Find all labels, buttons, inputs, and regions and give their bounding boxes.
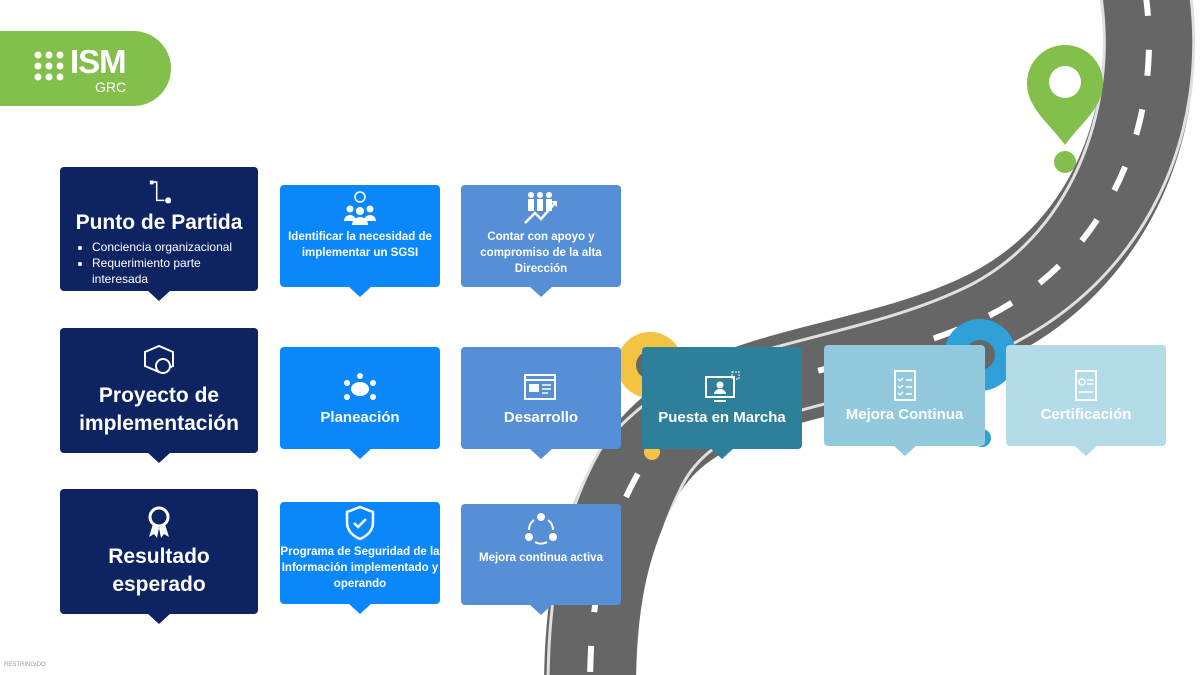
- logo-sub: GRC: [95, 79, 127, 95]
- award-ribbon-icon: [148, 506, 170, 538]
- management-support-card: Contar con apoyo y compromiso de la alta…: [461, 185, 621, 297]
- path-start-icon: [149, 180, 172, 204]
- checklist-icon: [893, 370, 916, 401]
- web-design-icon: [524, 373, 556, 400]
- logo-brand: ISM: [70, 43, 127, 80]
- growth-team-icon: [524, 192, 557, 224]
- management-support-text: Contar con apoyo y compromiso de la alta…: [480, 231, 602, 275]
- starting-point-card: Punto de Partida Conciencia organizacion…: [60, 167, 258, 301]
- phase-planning: Planeación: [280, 347, 440, 459]
- expected-result-title: Resultado esperado: [108, 544, 210, 596]
- phase-development: Desarrollo: [461, 347, 621, 459]
- implementation-project-title: Proyecto de implementación: [79, 383, 239, 435]
- classification-label: RESTRINGIDO: [4, 662, 46, 668]
- identify-need-text: Identificar la necesidad de implementar …: [288, 231, 432, 259]
- phase-launch-label: Puesta en Marcha: [658, 408, 786, 426]
- identify-need-card: Identificar la necesidad de implementar …: [280, 185, 440, 297]
- logo-dots-icon: [34, 51, 64, 81]
- shield-check-icon: [345, 506, 375, 540]
- starting-point-bullets: Conciencia organizacional Requerimiento …: [64, 239, 254, 287]
- bullet-item: Requerimiento parte interesada: [92, 255, 254, 287]
- security-program-text: Programa de Seguridad de la Información …: [280, 546, 440, 590]
- starting-point-title: Punto de Partida: [75, 211, 243, 234]
- phase-certification: Certificación: [1006, 345, 1166, 456]
- team-idea-icon: [344, 191, 376, 225]
- phase-continuous-improvement-label: Mejora Continua: [845, 406, 964, 423]
- meeting-table-icon: [344, 372, 376, 400]
- active-improvement-card: Mejora continua activa: [461, 504, 621, 615]
- location-pin-icon: [1027, 45, 1103, 173]
- project-box-icon: [144, 344, 174, 374]
- certificate-icon: [1075, 370, 1097, 401]
- phase-launch: Puesta en Marcha: [642, 347, 802, 459]
- phase-planning-label: Planeación: [320, 408, 400, 426]
- implementation-project-card: Proyecto de implementación: [60, 328, 258, 463]
- monitor-user-icon: [705, 371, 740, 402]
- phase-continuous-improvement: Mejora Continua: [824, 345, 985, 456]
- active-improvement-text: Mejora continua activa: [479, 552, 603, 564]
- phase-certification-label: Certificación: [1040, 406, 1132, 423]
- expected-result-card: Resultado esperado: [60, 489, 258, 624]
- bullet-item: Conciencia organizacional: [92, 239, 254, 255]
- ism-grc-logo: ISM GRC: [0, 31, 171, 106]
- cycle-arrows-icon: [525, 513, 557, 545]
- phase-development-label: Desarrollo: [503, 408, 579, 426]
- security-program-card: Programa de Seguridad de la Información …: [280, 502, 440, 614]
